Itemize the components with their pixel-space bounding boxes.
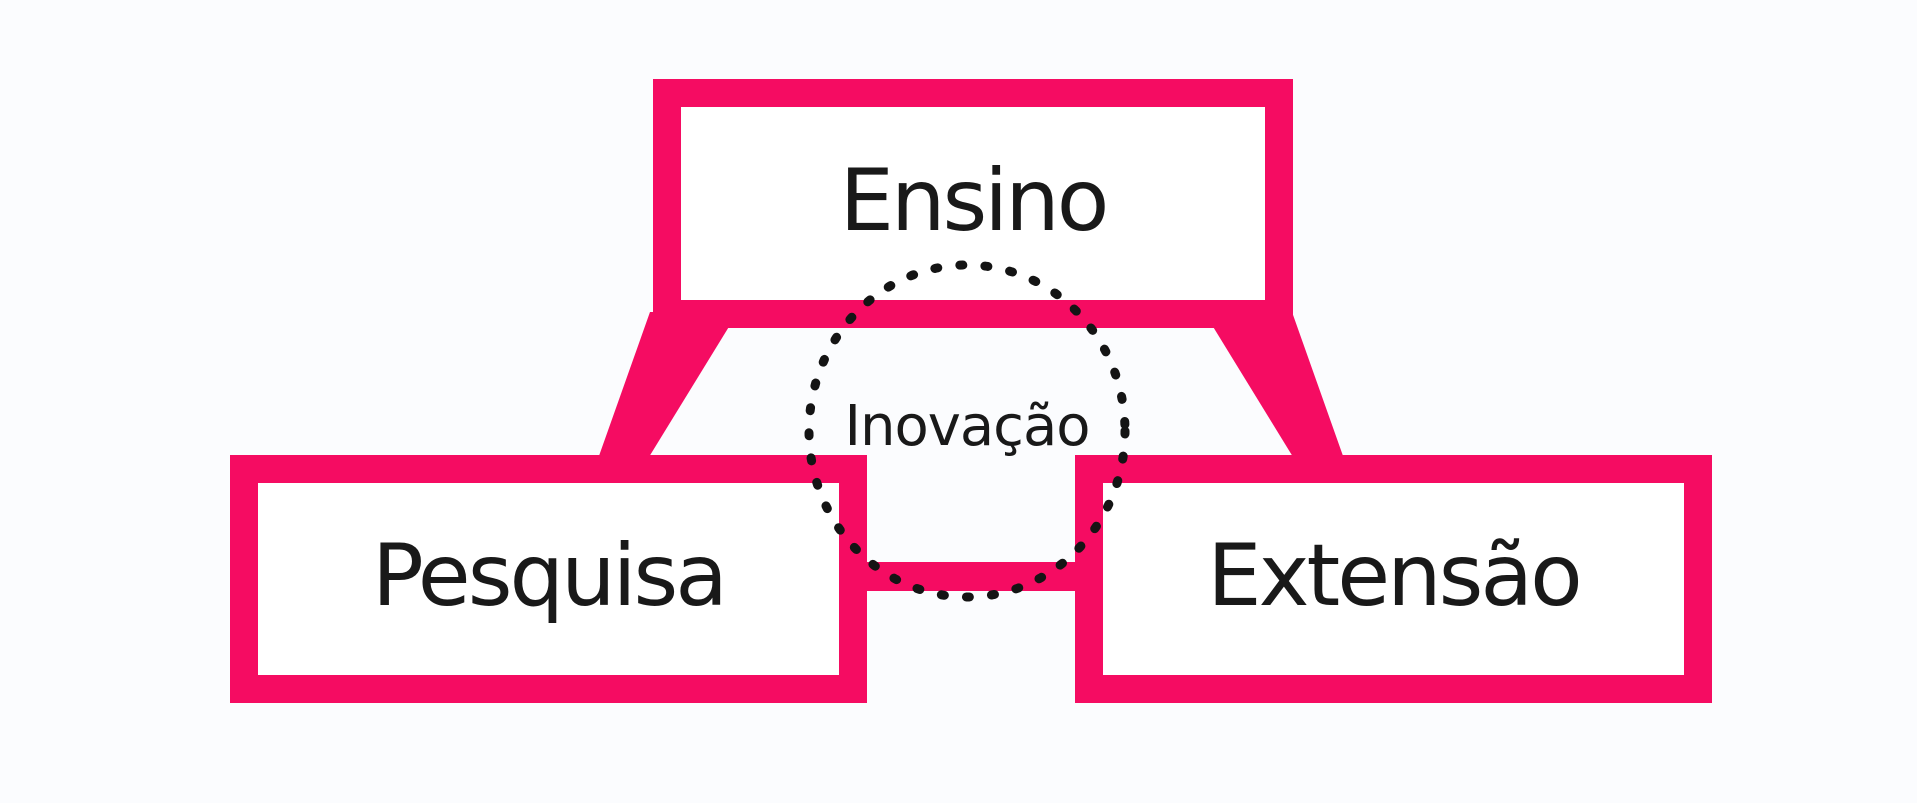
node-extensao: Extensão (1075, 455, 1712, 703)
node-extensao-label: Extensão (1207, 526, 1582, 626)
node-pesquisa-label: Pesquisa (371, 526, 728, 626)
node-ensino-label: Ensino (839, 150, 1110, 251)
connector-ensino-pesquisa (594, 312, 738, 470)
node-pesquisa: Pesquisa (230, 455, 867, 703)
connector-pesquisa-extensao (843, 562, 1103, 591)
innovation-label: Inovação (844, 393, 1090, 459)
node-ensino: Ensino (653, 79, 1293, 328)
connector-ensino-extensao (1204, 312, 1348, 470)
